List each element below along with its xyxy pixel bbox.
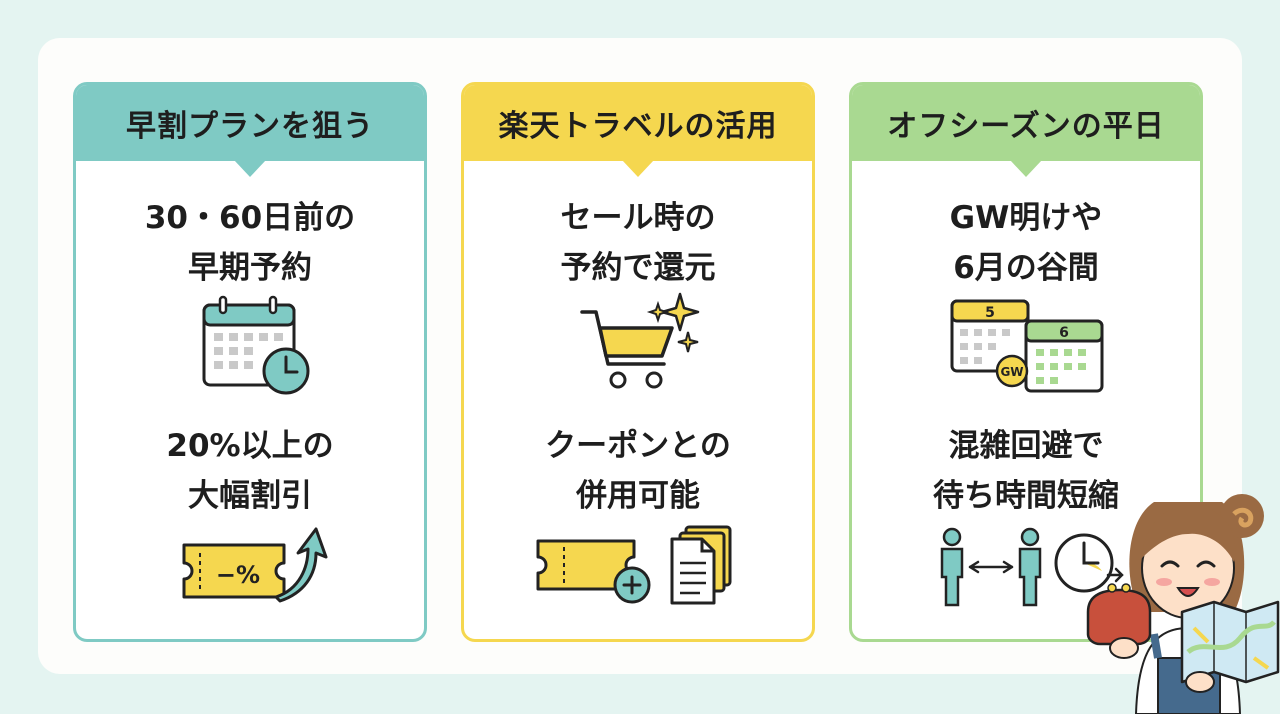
documents-icon <box>670 525 732 605</box>
card-rakuten-travel: 楽天トラベルの活用 セール時の 予約で還元 クーポンとの 併用可能 <box>461 82 815 642</box>
card-text-coupon: クーポンとの 併用可能 <box>545 428 731 514</box>
card-early-booking: 早割プランを狙う 30・60日前の 早期予約 20%以上の 大幅割引 −% <box>73 82 427 642</box>
card-text-gw: GW明けや 6月の谷間 <box>949 200 1103 286</box>
card-text-avoid-crowds: 混雑回避で 待ち時間短縮 <box>933 428 1119 514</box>
svg-text:GW: GW <box>1000 365 1023 379</box>
clock-forward-icon <box>1054 533 1124 593</box>
svg-text:6: 6 <box>1059 325 1069 341</box>
card-text-discount: 20%以上の 大幅割引 <box>166 428 334 514</box>
discount-ticket-icon: −% <box>182 527 328 603</box>
svg-text:5: 5 <box>985 305 995 321</box>
card-title: 楽天トラベルの活用 <box>464 85 812 177</box>
card-text-early-booking: 30・60日前の 早期予約 <box>144 200 356 286</box>
people-distance-icon <box>940 527 1124 607</box>
card-title: オフシーズンの平日 <box>852 85 1200 177</box>
card-text-sale: セール時の 予約で還元 <box>560 200 716 286</box>
calendar-clock-icon <box>202 295 310 395</box>
shopping-cart-sparkle-icon <box>580 292 700 389</box>
card-title: 早割プランを狙う <box>76 85 424 177</box>
svg-text:−%: −% <box>216 561 260 589</box>
coupon-plus-icon <box>536 525 732 605</box>
girl-illustration <box>1086 494 1280 714</box>
calendars-icon: 5 6 GW <box>950 299 1104 393</box>
